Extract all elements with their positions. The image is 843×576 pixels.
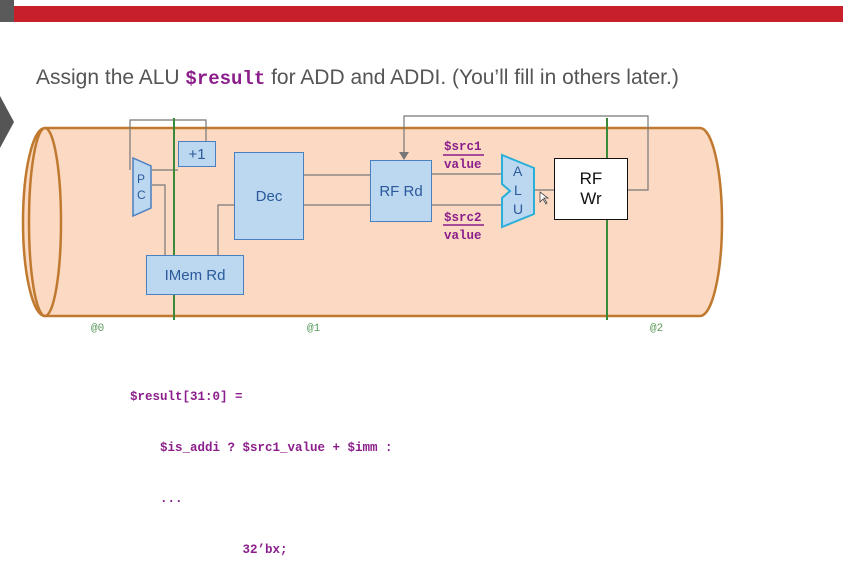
stage-label-1: @1 <box>307 323 321 335</box>
pc-label-c: C <box>137 188 146 202</box>
imem-label: IMem Rd <box>164 266 226 284</box>
stage-label-2: @2 <box>650 323 664 335</box>
code-block: $result[31:0] = $is_addi ? $src1_value +… <box>130 355 393 576</box>
rfrd-box: RF Rd <box>370 160 432 222</box>
headline-code: $result <box>185 68 266 90</box>
alu-label-u: U <box>513 201 524 217</box>
dec-label: Dec <box>255 187 283 205</box>
rfwr-box: RF Wr <box>554 158 628 220</box>
alu-label-a: A <box>513 163 523 179</box>
alu-unit <box>501 153 535 229</box>
headline-suffix: for ADD and ADDI. (You’ll fill in others… <box>265 66 679 89</box>
pc-register <box>132 156 152 218</box>
code-line-1: $result[31:0] = <box>130 390 243 404</box>
plus1-label: +1 <box>188 145 206 163</box>
headline-prefix: Assign the ALU <box>36 66 186 89</box>
slide-headline: Assign the ALU $result for ADD and ADDI.… <box>36 66 679 90</box>
rfrd-label: RF Rd <box>379 182 423 200</box>
src1-label-line1: $src1 <box>444 140 482 154</box>
pc-label-p: P <box>137 172 146 186</box>
writeback-wire <box>403 115 649 191</box>
src1-label-line2: value <box>444 158 482 172</box>
rfwr-label-line1: RF <box>579 169 603 188</box>
code-line-4: 32’bx; <box>130 543 288 557</box>
slide-corner-notch <box>0 0 14 22</box>
code-line-3: ... <box>130 492 183 506</box>
mouse-cursor-icon <box>539 191 550 205</box>
pipeline-cylinder <box>21 126 724 318</box>
code-line-2: $is_addi ? $src1_value + $imm : <box>130 441 393 455</box>
alu-label-l: L <box>514 182 522 198</box>
rfwr-label-line2: Wr <box>580 189 602 208</box>
pc-feedback-wire <box>129 119 207 170</box>
imem-box: IMem Rd <box>146 255 244 295</box>
previous-slide-arrow-icon[interactable] <box>0 96 14 148</box>
slide-red-banner <box>14 6 843 22</box>
writeback-arrowhead-icon <box>399 152 409 160</box>
dec-box: Dec <box>234 152 304 240</box>
stage-label-0: @0 <box>91 323 105 335</box>
src2-label-line2: value <box>444 229 482 243</box>
pipeline-cylinder-front <box>27 126 63 318</box>
imem-to-dec-wire <box>217 204 234 260</box>
src2-label-line1: $src2 <box>444 211 482 225</box>
plus1-box: +1 <box>178 141 216 167</box>
pc-to-imem-wire <box>152 184 166 255</box>
